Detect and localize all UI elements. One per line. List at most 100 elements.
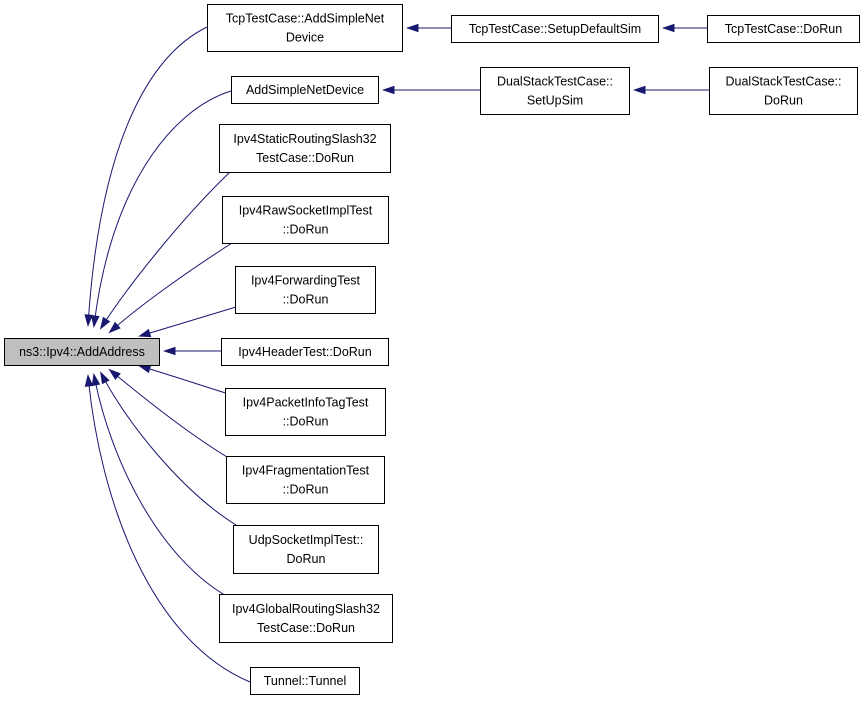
node-udp-socket-impl[interactable]: UdpSocketImplTest::DoRun — [233, 525, 379, 574]
node-box — [235, 266, 376, 314]
node-tcp-setup-default-sim[interactable]: TcpTestCase::SetupDefaultSim — [451, 15, 659, 43]
edge-add-simple-net-device-to-add-address — [90, 90, 232, 329]
node-box — [225, 388, 386, 436]
node-add-address[interactable]: ns3::Ipv4::AddAddress — [4, 338, 160, 366]
edge-line — [109, 369, 233, 461]
node-box — [207, 4, 403, 52]
edge-arrowhead — [100, 371, 110, 385]
node-tcp-add-simple-net-device[interactable]: TcpTestCase::AddSimpleNetDevice — [207, 4, 403, 52]
node-label-line: Ipv4StaticRoutingSlash32 — [233, 132, 376, 146]
node-label-line: Ipv4HeaderTest::DoRun — [238, 345, 371, 359]
node-label-line: Ipv4FragmentationTest — [242, 464, 370, 478]
edge-arrowhead — [162, 346, 176, 356]
node-box — [233, 525, 379, 574]
node-label-line: ns3::Ipv4::AddAddress — [19, 345, 145, 359]
edge-line — [93, 374, 231, 599]
edge-line — [93, 90, 232, 327]
node-label-line: ::DoRun — [283, 293, 329, 307]
node-label-line: ::DoRun — [283, 483, 329, 497]
edge-line — [87, 26, 208, 326]
node-ipv4-fragmentation[interactable]: Ipv4FragmentationTest::DoRun — [226, 456, 385, 504]
node-label-line: Ipv4RawSocketImplTest — [239, 204, 373, 218]
node-box — [707, 15, 860, 43]
edges — [84, 23, 709, 683]
node-tcp-do-run[interactable]: TcpTestCase::DoRun — [707, 15, 860, 43]
edge-arrowhead — [99, 316, 111, 330]
node-dual-stack-do-run[interactable]: DualStackTestCase::DoRun — [709, 67, 858, 115]
node-box — [219, 594, 393, 643]
node-label-line: AddSimpleNetDevice — [246, 83, 364, 97]
node-box — [250, 667, 360, 695]
edge-arrowhead — [405, 23, 419, 33]
node-label-line: UdpSocketImplTest:: — [249, 533, 364, 547]
node-label-line: Ipv4ForwardingTest — [251, 274, 361, 288]
edge-arrowhead — [108, 368, 121, 381]
node-label-line: Device — [286, 31, 324, 45]
edge-arrowhead — [84, 373, 94, 387]
edge-arrowhead — [138, 328, 152, 338]
edge-tcp-add-simple-net-device-to-add-address — [84, 26, 208, 328]
edge-arrowhead — [84, 314, 93, 328]
edge-dual-stack-setup-sim-to-add-simple-net-device — [381, 85, 480, 95]
edge-ipv4-forwarding-to-add-address — [138, 306, 237, 338]
edge-ipv4-fragmentation-to-add-address — [108, 368, 233, 461]
node-label-line: Ipv4GlobalRoutingSlash32 — [232, 602, 380, 616]
node-box — [4, 338, 160, 366]
node-ipv4-packet-info-tag[interactable]: Ipv4PacketInfoTagTest::DoRun — [225, 388, 386, 436]
node-box — [451, 15, 659, 43]
edge-ipv4-header-to-add-address — [162, 346, 221, 356]
node-box — [226, 456, 385, 504]
edge-arrowhead — [661, 23, 675, 33]
node-box — [231, 76, 379, 104]
edge-ipv4-packet-info-tag-to-add-address — [138, 364, 233, 396]
node-label-line: ::DoRun — [283, 223, 329, 237]
edge-line — [139, 365, 233, 396]
node-box — [221, 338, 389, 366]
node-box — [480, 67, 630, 115]
edge-ipv4-global-routing-to-add-address — [91, 372, 231, 599]
node-label-line: TestCase::DoRun — [257, 621, 355, 635]
edge-line — [109, 242, 233, 333]
edge-arrowhead — [108, 321, 121, 334]
node-ipv4-header[interactable]: Ipv4HeaderTest::DoRun — [221, 338, 389, 366]
edge-arrowhead — [632, 85, 646, 95]
edge-line — [139, 306, 237, 337]
edge-line — [87, 375, 251, 683]
node-label-line: SetUpSim — [527, 94, 583, 108]
node-label-line: ::DoRun — [283, 415, 329, 429]
edge-dual-stack-do-run-to-dual-stack-setup-sim — [632, 85, 709, 95]
edge-arrowhead — [381, 85, 395, 95]
nodes: ns3::Ipv4::AddAddress TcpTestCase::AddSim… — [4, 4, 860, 695]
edge-udp-socket-impl-to-add-address — [100, 371, 237, 526]
node-label-line: Ipv4PacketInfoTagTest — [243, 396, 369, 410]
node-box — [219, 124, 391, 173]
node-label-line: Tunnel::Tunnel — [264, 674, 346, 688]
edge-ipv4-static-routing-to-add-address — [99, 171, 231, 330]
edge-tcp-setup-default-sim-to-tcp-add-simple-net-device — [405, 23, 451, 33]
node-label-line: DualStackTestCase:: — [497, 75, 613, 89]
edge-arrowhead — [90, 315, 100, 329]
node-tunnel[interactable]: Tunnel::Tunnel — [250, 667, 360, 695]
edge-tunnel-to-add-address — [84, 373, 251, 683]
node-label-line: DoRun — [764, 94, 803, 108]
edge-arrowhead — [138, 364, 152, 374]
node-label-line: TcpTestCase::DoRun — [725, 22, 842, 36]
node-label-line: TcpTestCase::SetupDefaultSim — [469, 22, 641, 36]
edge-arrowhead — [91, 372, 101, 387]
node-box — [709, 67, 858, 115]
node-ipv4-forwarding[interactable]: Ipv4ForwardingTest::DoRun — [235, 266, 376, 314]
node-add-simple-net-device[interactable]: AddSimpleNetDevice — [231, 76, 379, 104]
node-label-line: DoRun — [287, 552, 326, 566]
node-ipv4-raw-socket[interactable]: Ipv4RawSocketImplTest::DoRun — [222, 196, 389, 244]
node-box — [222, 196, 389, 244]
edge-line — [100, 171, 231, 329]
node-label-line: DualStackTestCase:: — [725, 75, 841, 89]
node-label-line: TcpTestCase::AddSimpleNet — [226, 12, 385, 26]
node-dual-stack-setup-sim[interactable]: DualStackTestCase::SetUpSim — [480, 67, 630, 115]
edge-tcp-do-run-to-tcp-setup-default-sim — [661, 23, 707, 33]
node-label-line: TestCase::DoRun — [256, 151, 354, 165]
edge-line — [100, 372, 237, 526]
